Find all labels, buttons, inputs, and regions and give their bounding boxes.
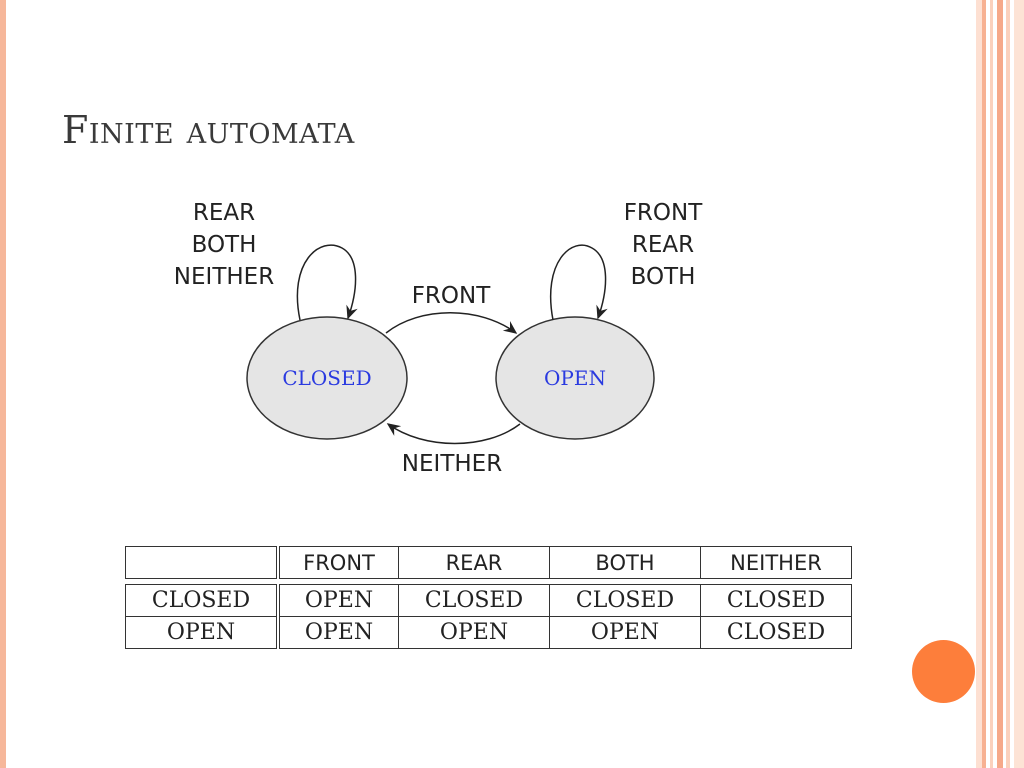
edge-neither-arrow: [386, 423, 521, 445]
table-header-cell: NEITHER: [700, 546, 852, 579]
loop-open-label-3: BOTH: [631, 264, 696, 290]
loop-open-arrow: [549, 244, 608, 321]
table-header-cell: [125, 546, 280, 579]
table-cell: CLOSED: [125, 584, 280, 617]
table-header-row: FRONT REAR BOTH NEITHER: [125, 546, 852, 579]
table-header-cell: FRONT: [277, 546, 399, 579]
border-stripe: [982, 0, 986, 768]
loop-open-label-2: REAR: [632, 232, 694, 258]
loop-closed-arrow: [296, 244, 358, 321]
edge-front-arrow: [385, 312, 518, 334]
loop-open-label-1: FRONT: [624, 200, 704, 226]
table-header-cell: REAR: [398, 546, 550, 579]
table-cell: OPEN: [125, 616, 280, 649]
table-cell: CLOSED: [700, 616, 852, 649]
loop-closed-label-1: REAR: [193, 200, 255, 226]
table-cell: CLOSED: [549, 584, 701, 617]
table-cell: OPEN: [398, 616, 550, 649]
loop-closed-label-3: NEITHER: [174, 264, 274, 290]
border-stripe: [976, 0, 982, 768]
table-cell: OPEN: [277, 616, 399, 649]
state-open-node: [495, 316, 655, 440]
loop-closed-label-2: BOTH: [192, 232, 257, 258]
edge-neither-label: NEITHER: [402, 451, 502, 477]
table-cell: OPEN: [549, 616, 701, 649]
border-stripe: [990, 0, 993, 768]
state-closed-node: [246, 316, 408, 440]
table-cell: OPEN: [277, 584, 399, 617]
slide-title: Finite automata: [62, 108, 355, 152]
right-border-decoration: [976, 0, 1024, 768]
state-closed-label: CLOSED: [282, 366, 371, 390]
edge-front-label: FRONT: [412, 283, 492, 309]
border-stripe: [1006, 0, 1010, 768]
table-row: OPEN OPEN OPEN OPEN CLOSED: [125, 616, 852, 649]
table-cell: CLOSED: [398, 584, 550, 617]
table-cell: CLOSED: [700, 584, 852, 617]
table-row: CLOSED OPEN CLOSED CLOSED CLOSED: [125, 584, 852, 617]
orange-circle-decoration: [912, 640, 975, 703]
transition-table: FRONT REAR BOTH NEITHER CLOSED OPEN CLOS…: [125, 546, 852, 649]
state-open-label: OPEN: [544, 366, 606, 390]
left-border-stripe: [0, 0, 6, 768]
border-stripe: [997, 0, 1003, 768]
border-stripe: [1014, 0, 1024, 768]
table-header-cell: BOTH: [549, 546, 701, 579]
